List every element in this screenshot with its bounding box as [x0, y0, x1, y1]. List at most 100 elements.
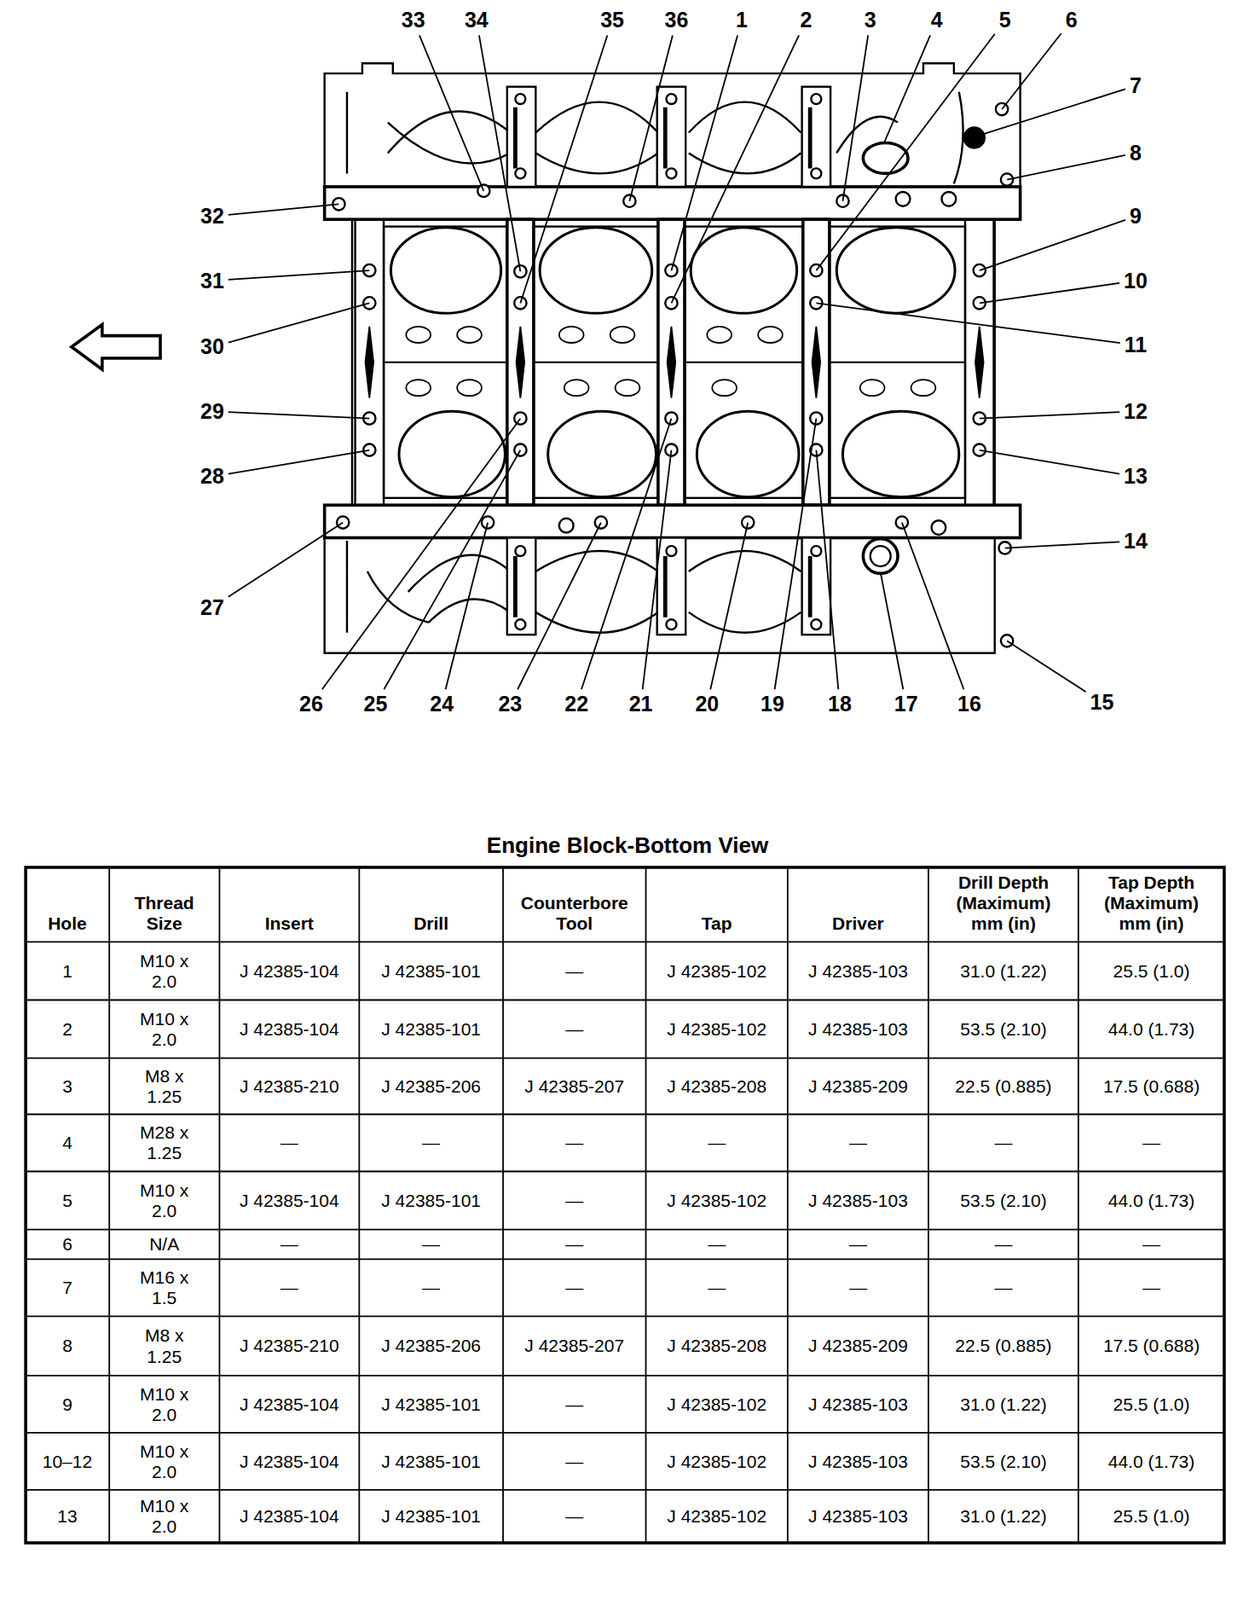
- table-cell: 53.5 (2.10): [930, 1434, 1077, 1488]
- leader-line: [1006, 155, 1126, 180]
- cell-text: M8 x 1.25: [133, 1065, 196, 1107]
- leader-line: [479, 34, 521, 272]
- cell-text: J 42385-101: [381, 1505, 481, 1527]
- cell-text: J 42385-104: [239, 1393, 340, 1415]
- cell-text: 7: [62, 1277, 73, 1298]
- callout-number: 35: [600, 9, 625, 31]
- cell-text: —: [707, 1132, 726, 1153]
- hole: [363, 296, 376, 309]
- table-cell: —: [930, 1260, 1077, 1315]
- table-cell: J 42385-209: [789, 1318, 927, 1374]
- cell-text: J 42385-210: [239, 1335, 340, 1356]
- web-hole: [911, 379, 937, 396]
- cell-text: J 42385-102: [666, 960, 767, 982]
- table-header-cell: Driver: [789, 868, 927, 940]
- cell-text: 44.0 (1.73): [1108, 1018, 1196, 1040]
- plug: [862, 538, 898, 574]
- table-cell: J 42385-102: [647, 943, 787, 999]
- hole: [942, 191, 957, 207]
- table-cell: —: [789, 1260, 927, 1315]
- callout-number: 26: [299, 693, 324, 715]
- table-cell: —: [930, 1116, 1077, 1170]
- web-hole: [456, 326, 482, 343]
- table-cell: J 42385-101: [360, 1173, 502, 1228]
- leader-line: [228, 411, 370, 419]
- bearing-cap: [802, 86, 832, 187]
- cell-text: 25.5 (1.0): [1113, 1393, 1191, 1415]
- table-cell: J 42385-104: [220, 1491, 358, 1541]
- table-cell: J 42385-101: [360, 1491, 502, 1541]
- table-cell: 25.5 (1.0): [1080, 943, 1223, 999]
- column-header: Driver: [832, 913, 885, 934]
- hole: [595, 515, 608, 528]
- cell-text: J 42385-104: [239, 1018, 340, 1040]
- table-cell: J 42385-102: [647, 1376, 787, 1431]
- cell-text: 6: [62, 1233, 73, 1255]
- hole: [514, 93, 526, 105]
- callout-number: 17: [894, 693, 919, 715]
- casting-line: [954, 92, 964, 185]
- cell-text: J 42385-101: [381, 1451, 481, 1472]
- hole: [810, 93, 822, 105]
- callout-number: 29: [200, 400, 225, 423]
- column-header: Tap Depth (Maximum) mm (in): [1096, 872, 1208, 934]
- bearing-cap: [507, 537, 537, 636]
- table-cell: J 42385-101: [360, 1001, 502, 1057]
- cell-text: 9: [62, 1393, 73, 1415]
- table-cell: 25.5 (1.0): [1080, 1376, 1223, 1431]
- callout-number: 23: [497, 693, 522, 715]
- leader-line: [880, 572, 904, 689]
- hole: [973, 264, 986, 277]
- cell-text: J 42385-104: [239, 960, 340, 982]
- cell-text: —: [849, 1277, 868, 1298]
- cell-text: J 42385-101: [381, 1190, 481, 1211]
- table-cell: J 42385-103: [789, 1491, 927, 1541]
- callout-number: 10: [1123, 270, 1148, 292]
- bolt-holes: [332, 93, 1013, 647]
- table-cell: —: [647, 1260, 787, 1315]
- cell-text: J 42385-208: [666, 1335, 767, 1356]
- cell-text: —: [707, 1277, 726, 1298]
- leader-line: [629, 34, 673, 201]
- leader-line: [815, 302, 1120, 343]
- cell-text: —: [565, 1190, 584, 1211]
- cell-text: —: [994, 1233, 1013, 1255]
- leader-line: [981, 88, 1126, 135]
- table-cell: 22.5 (0.885): [930, 1318, 1077, 1374]
- table-cell: 44.0 (1.73): [1080, 1173, 1223, 1228]
- table-cell: 7: [27, 1260, 108, 1315]
- callout-number: 20: [694, 693, 719, 715]
- cell-text: J 42385-102: [666, 1451, 767, 1472]
- table-cell: 13: [27, 1491, 108, 1541]
- cell-text: 31.0 (1.22): [960, 1505, 1047, 1527]
- rib-mark: [365, 326, 984, 399]
- web-hole: [711, 379, 737, 396]
- cell-text: M28 x 1.25: [133, 1121, 196, 1163]
- table-cell: 9: [27, 1376, 108, 1431]
- cell-text: J 42385-104: [239, 1505, 340, 1527]
- hole: [1000, 634, 1013, 647]
- hole: [336, 515, 349, 528]
- bore: [539, 227, 653, 314]
- callout-number: 15: [1090, 691, 1115, 713]
- hole: [514, 618, 526, 630]
- cell-text: —: [565, 1018, 584, 1040]
- web-hole: [456, 379, 482, 396]
- leader-line: [383, 450, 521, 689]
- cell-text: J 42385-101: [381, 960, 481, 982]
- table-cell: J 42385-102: [647, 1173, 787, 1228]
- table-cell: —: [504, 1260, 645, 1315]
- callout-number: 5: [999, 9, 1012, 31]
- upper-rail: [324, 186, 1021, 220]
- column-header: Tap: [701, 913, 733, 934]
- table-cell: —: [647, 1231, 787, 1258]
- callout-number: 32: [200, 205, 225, 227]
- cell-text: 8: [62, 1335, 73, 1356]
- cell-text: M10 x 2.0: [133, 1179, 196, 1221]
- table-cell: —: [504, 1491, 645, 1541]
- callout-number: 2: [799, 9, 812, 31]
- web-hole: [564, 379, 590, 396]
- table-cell: —: [647, 1116, 787, 1170]
- table-cell: 44.0 (1.73): [1080, 1434, 1223, 1488]
